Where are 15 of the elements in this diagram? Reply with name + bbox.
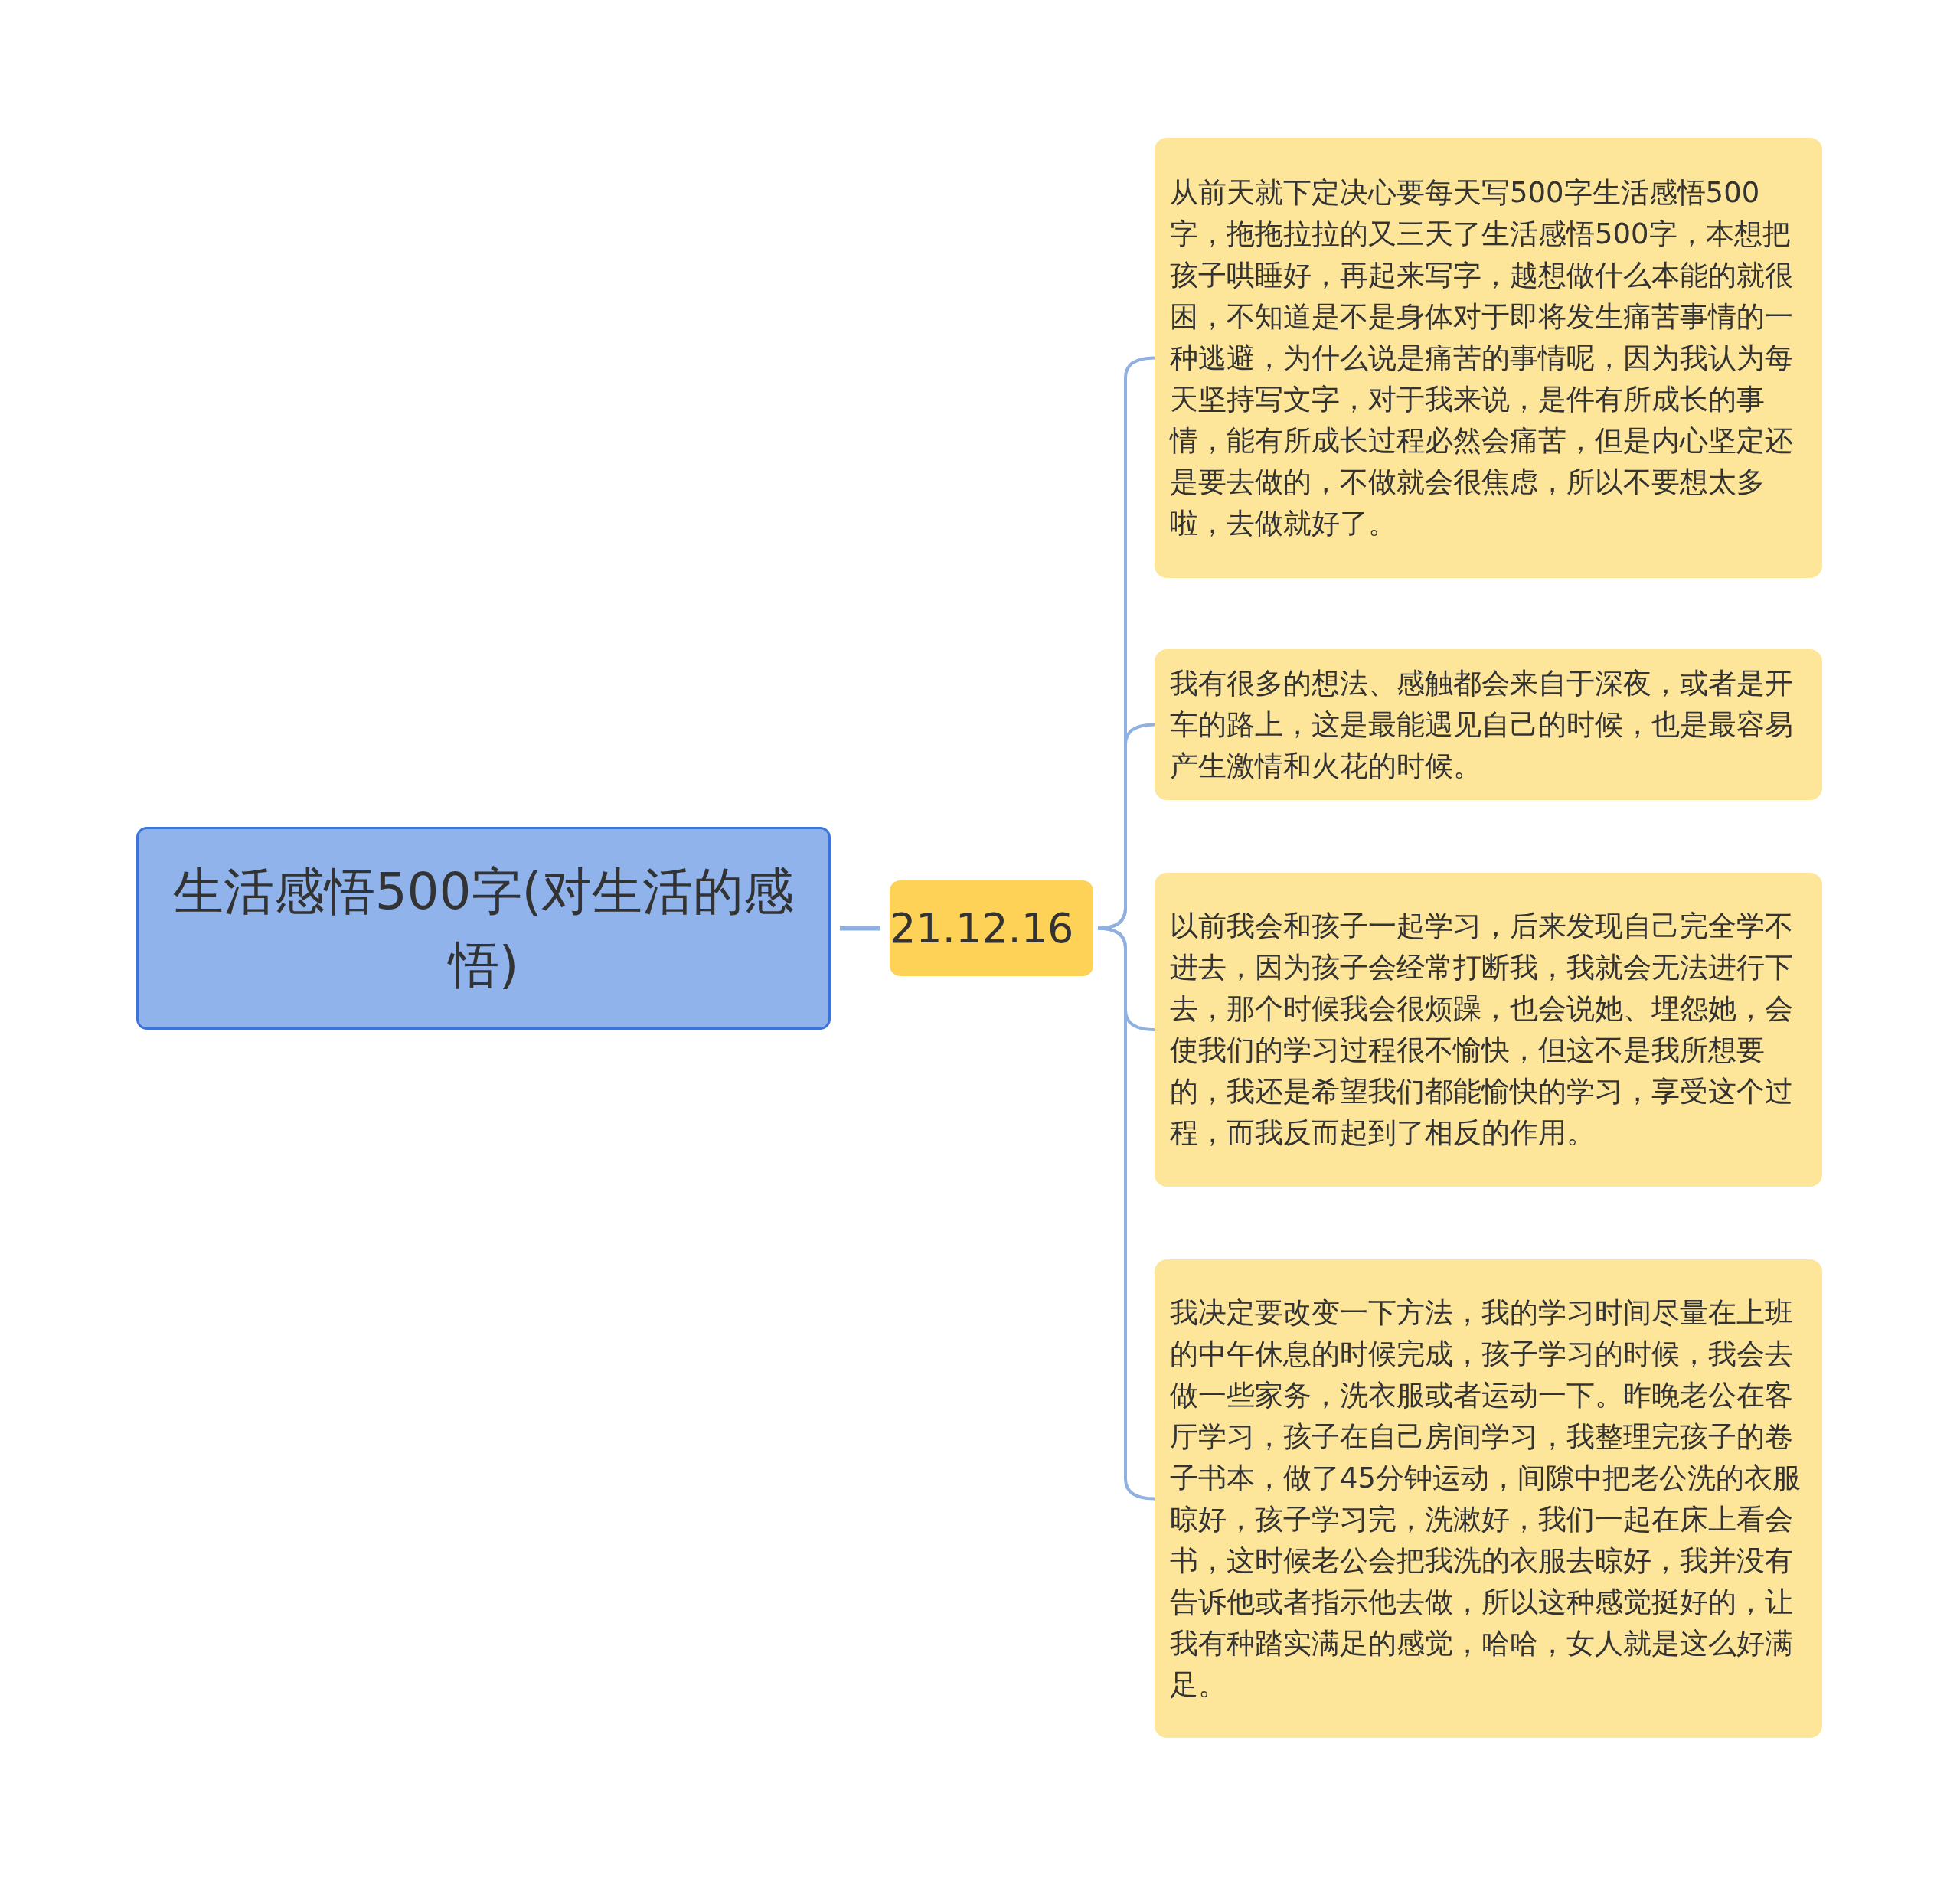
- note-card: [1155, 649, 1822, 800]
- note-card: [1155, 1259, 1822, 1738]
- node-text: 生活感悟500字(对生活的感悟): [172, 861, 795, 996]
- node-text: 21.12.16: [890, 904, 1075, 952]
- connector-line: [840, 926, 880, 931]
- date-topic-box: [890, 880, 1093, 976]
- connector-line: [1097, 926, 1155, 1501]
- note-card: [1155, 138, 1822, 578]
- connector-line: [1097, 723, 1155, 930]
- node-text: 以前我会和孩子一起学习，后来发现自己完全学不进去，因为孩子会经常打断我，我就会无法进行下去，那个时候我会很烦躁，也会说她、埋怨她，会使我们的学习过程很不愉快，但这不是我所想要的，我还是希望我们都能愉快的学习，享受这个过程，而我反而起到了相反的作用。: [1170, 909, 1794, 1151]
- node-text: 我决定要改变一下方法，我的学习时间尽量在上班的中午休息的时候完成，孩子学习的时候，我会去做一些家务，洗衣服或者运动一下。昨晚老公在客厅学习，孩子在自己房间学习，我整理完孩子的卷子书本，做了45分钟运动，间隙中把老公洗的衣服晾好，孩子学习完，洗漱好，我们一起在床上看会书，这时候老公会把我洗的衣服去晾好，我并没有告诉他或者指示他去做，所以这种感觉挺好的，让我有种踏实满足的感觉，哈哈，女人就是这么好满足。: [1170, 1295, 1802, 1703]
- note-card: [1155, 873, 1822, 1187]
- node-text: 从前天就下定决心要每天写500字生活感悟500字，拖拖拉拉的又三天了生活感悟500字，本想把孩子哄睡好，再起来写字，越想做什么本能的就很困，不知道是不是身体对于即将发生痛苦事情的一种逃避，为什么说是痛苦的事情呢，因为我认为每天坚持写文字，对于我来说，是件有所成长的事情，能有所成长过程必然会痛苦，但是内心坚定还是要去做的，不做就会很焦虑，所以不要想太多啦，去做就好了。: [1170, 175, 1794, 541]
- root-topic-box: [136, 827, 831, 1030]
- node-text: 我有很多的想法、感触都会来自于深夜，或者是开车的路上，这是最能遇见自己的时候，也是最容易产生激情和火花的时候。: [1170, 665, 1794, 784]
